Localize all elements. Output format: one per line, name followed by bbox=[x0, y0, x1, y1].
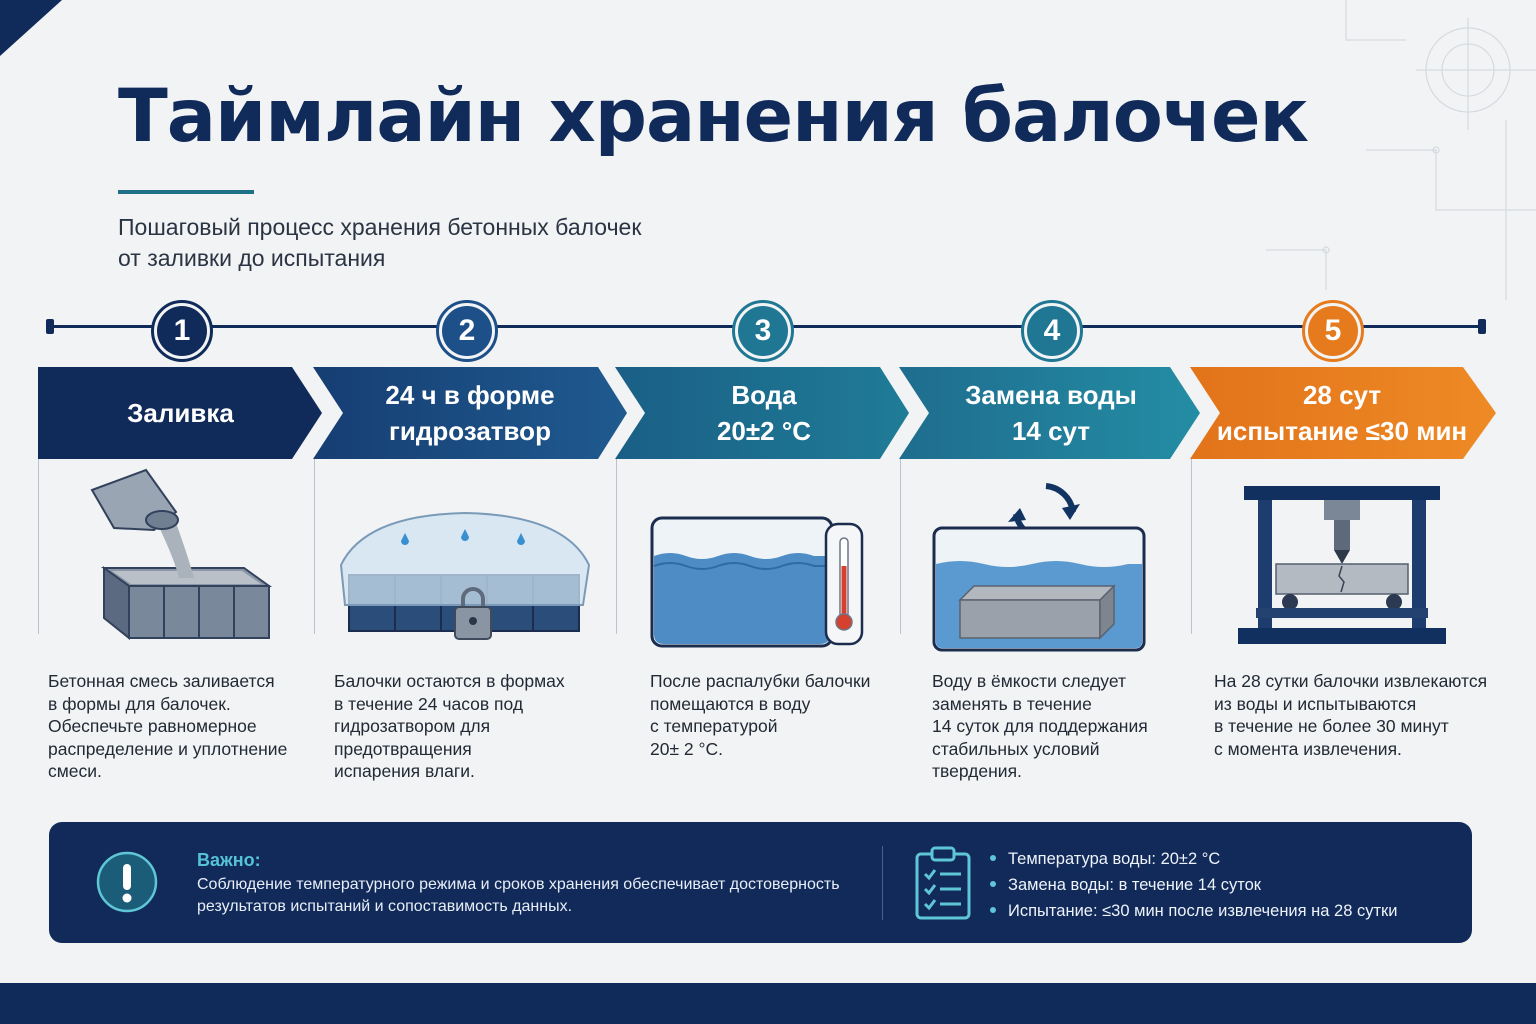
chevron-step-3 bbox=[615, 367, 909, 459]
list-item-text: Замена воды: в течение 14 суток bbox=[1008, 876, 1262, 894]
desc-line: Бетонная смесь заливается bbox=[48, 671, 275, 691]
desc-line: гидрозатвором для предотвращения bbox=[334, 716, 491, 759]
desc-line: твердения. bbox=[932, 761, 1022, 781]
step-description-2: Балочки остаются в формах в течение 24 ч… bbox=[334, 670, 614, 783]
background-blueprint-lines bbox=[1266, 0, 1536, 300]
desc-line: смеси. bbox=[48, 761, 102, 781]
step-title-line: Вода bbox=[731, 380, 797, 410]
step-number: 4 bbox=[1027, 306, 1077, 356]
bullet-icon bbox=[990, 854, 996, 861]
desc-line: 14 суток для поддержания bbox=[932, 716, 1148, 736]
note-title: Важно: bbox=[197, 850, 261, 870]
footer-bar bbox=[0, 983, 1536, 1024]
desc-line: в течение не более 30 минут bbox=[1214, 716, 1449, 736]
step-title-line: 28 сут bbox=[1302, 380, 1382, 410]
step-title-line: Заливка bbox=[127, 398, 234, 428]
chevron-step-4 bbox=[899, 367, 1200, 459]
step-description-3: После распалубки балочки помещаются в во… bbox=[650, 670, 890, 760]
column-divider bbox=[314, 459, 315, 634]
timeline-end-cap bbox=[1478, 319, 1486, 334]
step-description-5: На 28 сутки балочки извлекаются из воды … bbox=[1214, 670, 1504, 760]
desc-line: стабильных условий bbox=[932, 738, 1100, 759]
subtitle-line: от заливки до испытания bbox=[118, 245, 386, 271]
important-note-panel bbox=[49, 822, 1472, 943]
list-item-text: Испытание: ≤30 мин после извлечения на 2… bbox=[1008, 902, 1398, 920]
step-title-4: Замена воды 14 сут bbox=[916, 367, 1186, 459]
step-number: 5 bbox=[1308, 306, 1358, 356]
desc-line: помещаются в воду bbox=[650, 693, 811, 714]
step-title-1: Заливка bbox=[38, 367, 323, 459]
step-title-line: 24 ч в форме bbox=[385, 380, 555, 410]
desc-line: с момента извлечения. bbox=[1214, 738, 1402, 759]
step-title-5: 28 сут испытание ≤30 мин bbox=[1206, 367, 1478, 459]
desc-line: испарения влаги. bbox=[334, 761, 475, 781]
press-test-icon bbox=[1238, 486, 1446, 644]
column-divider bbox=[900, 459, 901, 634]
step-marker-2: 2 bbox=[436, 300, 498, 362]
step-title-line: 14 сут bbox=[1011, 416, 1091, 446]
bullet-icon bbox=[990, 880, 996, 887]
column-divider bbox=[1191, 459, 1192, 634]
step-description-1: Бетонная смесь заливается в формы для ба… bbox=[48, 670, 310, 783]
step-title-line: Замена воды bbox=[965, 380, 1137, 410]
covered-mold-lock-icon bbox=[339, 511, 591, 640]
step-title-3: Вода 20±2 °C bbox=[632, 367, 896, 459]
desc-line: распределение и уплотнение bbox=[48, 738, 288, 759]
title-underline bbox=[118, 190, 254, 194]
step-marker-1: 1 bbox=[151, 300, 213, 362]
step-title-line: испытание ≤30 мин bbox=[1216, 416, 1468, 446]
water-tank-thermometer-icon bbox=[650, 516, 864, 648]
desc-line: из воды и испытываются bbox=[1214, 693, 1417, 714]
corner-decoration bbox=[0, 0, 62, 56]
list-item-text: Температура воды: 20±2 °C bbox=[1008, 850, 1221, 868]
step-chevrons bbox=[38, 367, 1496, 459]
desc-line: заменять в течение bbox=[932, 693, 1092, 714]
step-number: 1 bbox=[157, 306, 207, 356]
page-title: Таймлайн хранения балочек bbox=[118, 74, 1309, 159]
chevron-step-2 bbox=[313, 367, 627, 459]
chevron-step-1 bbox=[38, 367, 322, 459]
page-subtitle: Пошаговый процесс хранения бетонных бало… bbox=[118, 212, 738, 274]
list-item: Температура воды: 20±2 °C bbox=[990, 847, 1397, 873]
step-marker-4: 4 bbox=[1021, 300, 1083, 362]
step-title-line: гидрозатвор bbox=[389, 416, 551, 446]
chevron-step-5 bbox=[1190, 367, 1496, 459]
note-divider bbox=[882, 846, 883, 920]
list-item: Замена воды: в течение 14 суток bbox=[990, 873, 1397, 899]
requirements-list: Температура воды: 20±2 °C Замена воды: в… bbox=[990, 847, 1397, 925]
desc-line: в формы для балочек. bbox=[48, 693, 231, 714]
desc-line: Обеспечьте равномерное bbox=[48, 716, 257, 736]
desc-line: После распалубки балочки bbox=[650, 671, 871, 691]
desc-line: 20± 2 °C. bbox=[650, 738, 724, 759]
column-divider bbox=[38, 459, 39, 634]
desc-line: Балочки остаются в формах bbox=[334, 671, 565, 691]
exclamation-icon bbox=[96, 851, 158, 913]
step-number: 2 bbox=[442, 306, 492, 356]
desc-line: Воду в ёмкости следует bbox=[932, 671, 1126, 691]
step-marker-5: 5 bbox=[1302, 300, 1364, 362]
bullet-icon bbox=[990, 906, 996, 913]
timeline-start-cap bbox=[46, 319, 54, 334]
desc-line: с температурой bbox=[650, 716, 778, 736]
desc-line: в течение 24 часов под bbox=[334, 693, 524, 714]
step-title-2: 24 ч в форме гидрозатвор bbox=[330, 367, 610, 459]
step-number: 3 bbox=[738, 306, 788, 356]
note-text: Соблюдение температурного режима и сроко… bbox=[197, 876, 840, 915]
step-title-line: 20±2 °C bbox=[716, 416, 812, 446]
clipboard-checklist-icon bbox=[915, 846, 971, 920]
step-description-4: Воду в ёмкости следует заменять в течени… bbox=[932, 670, 1182, 783]
concrete-pour-icon bbox=[90, 468, 273, 641]
column-divider bbox=[616, 459, 617, 634]
water-tank-refresh-icon bbox=[932, 483, 1146, 652]
step-marker-3: 3 bbox=[732, 300, 794, 362]
list-item: Испытание: ≤30 мин после извлечения на 2… bbox=[990, 899, 1397, 925]
subtitle-line: Пошаговый процесс хранения бетонных бало… bbox=[118, 214, 642, 240]
desc-line: На 28 сутки балочки извлекаются bbox=[1214, 671, 1488, 691]
